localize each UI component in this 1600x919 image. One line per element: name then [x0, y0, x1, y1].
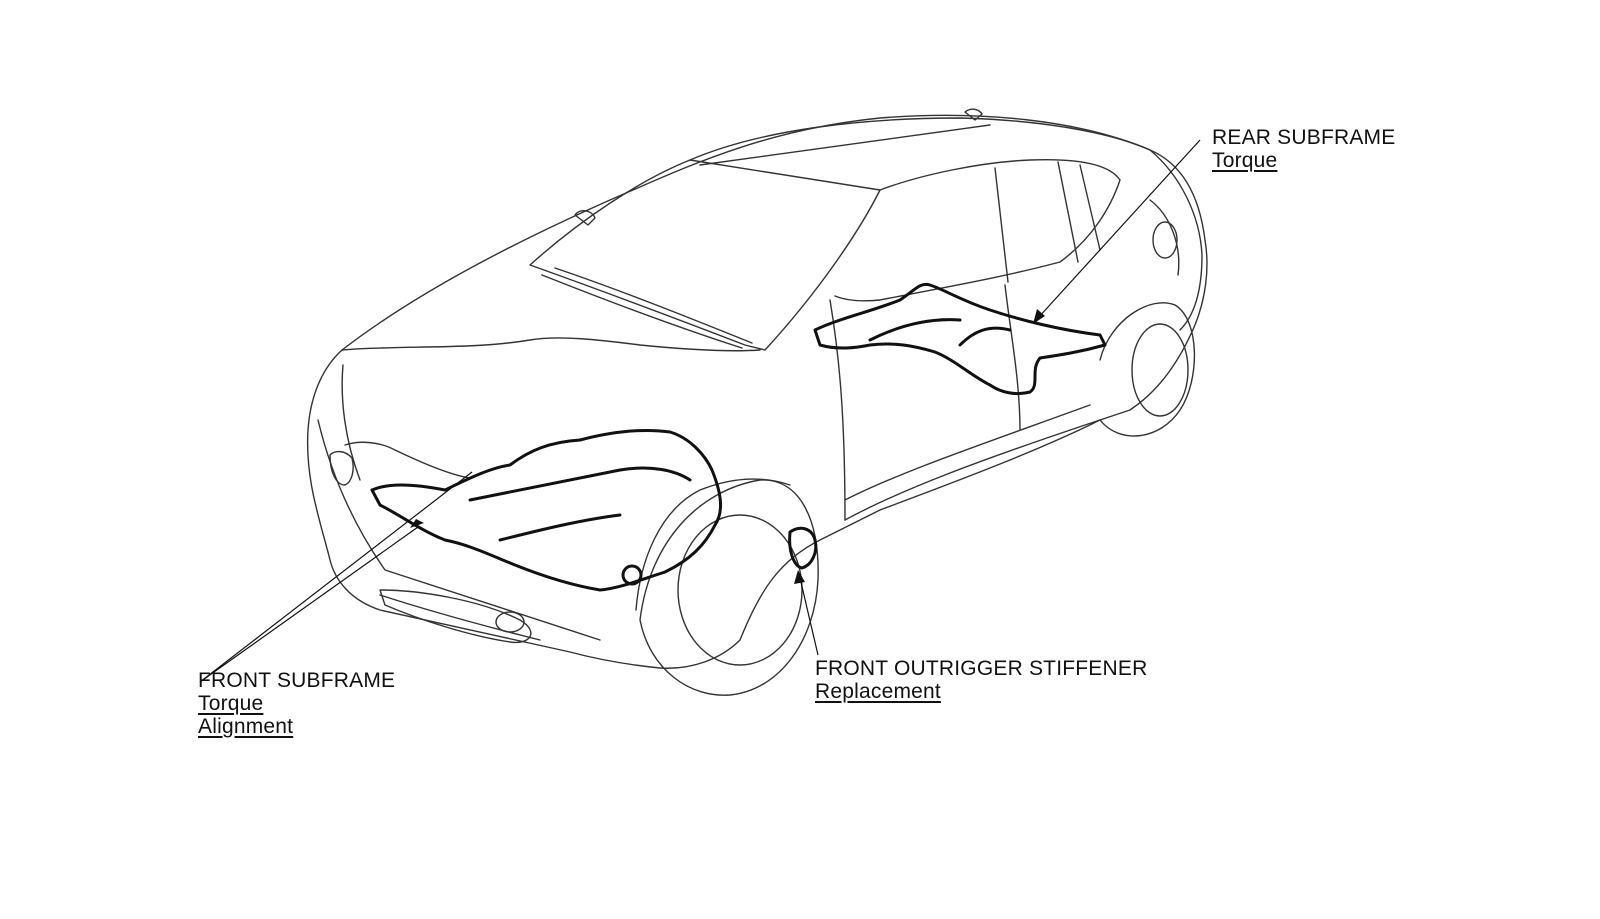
front-subframe-torque-link[interactable]: Torque: [198, 692, 264, 715]
car-door-lines: [829, 299, 846, 521]
front-outrigger-stiffener-replacement-link[interactable]: Replacement: [815, 680, 941, 703]
leader-arrowheads: [410, 309, 1045, 584]
subframe-outlines: [370, 282, 1107, 592]
front-subframe-alignment-link[interactable]: Alignment: [198, 715, 294, 738]
front-subframe-leader: [199, 526, 419, 683]
car-fog-lamp: [379, 589, 532, 644]
front-outrigger-stiffener-callout: FRONT OUTRIGGER STIFFENER Replacement: [815, 657, 1147, 703]
rear-subframe-title: REAR SUBFRAME: [1212, 126, 1396, 149]
car-roof: [689, 117, 1151, 161]
car-mirror: [574, 210, 596, 226]
car-grille: [344, 441, 471, 479]
car-windshield: [529, 159, 881, 351]
car-front-bumper: [317, 419, 601, 641]
rear-subframe-torque-link[interactable]: Torque: [1212, 149, 1278, 172]
front-outrigger-stiffener-title: FRONT OUTRIGGER STIFFENER: [815, 657, 1148, 680]
front-subframe-title: FRONT SUBFRAME: [198, 669, 396, 692]
front-subframe-shape: [370, 428, 723, 592]
front-outrigger-shape: [788, 526, 818, 570]
car-silhouette: [306, 114, 1208, 669]
car-body-outline: [306, 108, 1208, 696]
front-outrigger-arrow: [794, 570, 805, 584]
car-rear-wheel: [1099, 302, 1196, 437]
rear-subframe-callout: REAR SUBFRAME Torque: [1212, 126, 1395, 172]
rear-subframe-arrow: [1033, 309, 1045, 324]
car-side-windows: [834, 158, 1121, 302]
rear-subframe-shape: [813, 282, 1107, 396]
car-front-wheel: [639, 479, 819, 696]
car-rear: [1149, 149, 1203, 331]
front-subframe-leader-2: [199, 471, 473, 683]
front-subframe-callout: FRONT SUBFRAME Torque Alignment: [198, 669, 395, 738]
leader-lines: [199, 139, 1201, 683]
car-hood: [341, 337, 761, 352]
front-subframe-arrow: [410, 519, 424, 528]
rear-subframe-leader: [1037, 139, 1201, 319]
front-outrigger-leader: [799, 577, 819, 656]
